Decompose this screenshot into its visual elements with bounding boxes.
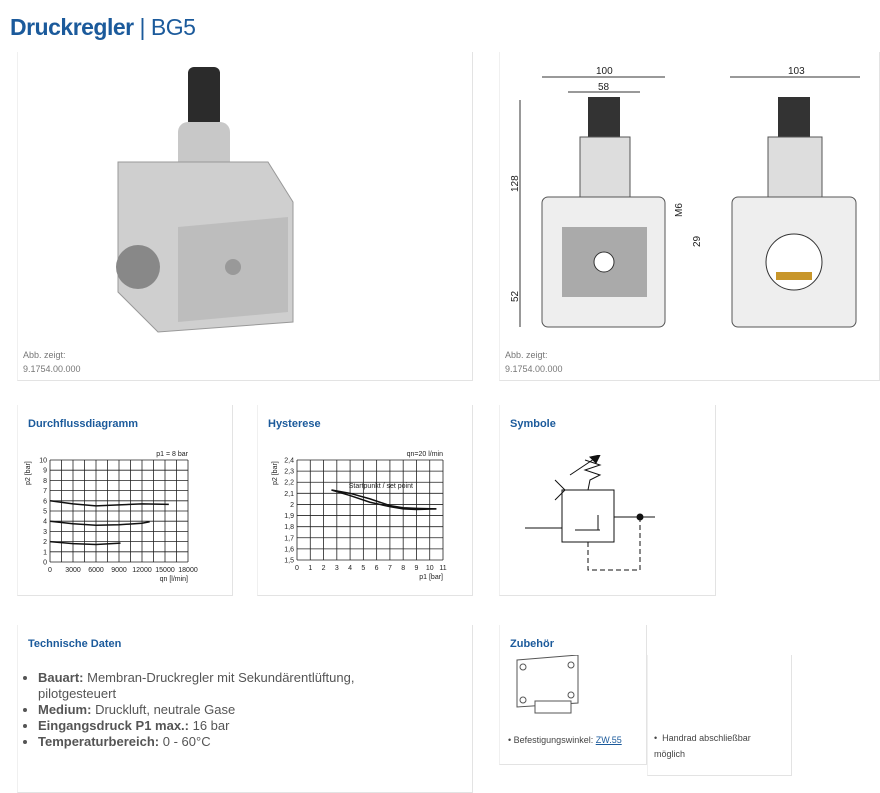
- x-tick-label: 6: [375, 565, 379, 572]
- x-tick-label: 6000: [88, 567, 104, 574]
- title-main: Druckregler: [10, 14, 134, 40]
- x-tick-label: 9: [415, 565, 419, 572]
- y-axis-label: p2 [bar]: [25, 461, 32, 485]
- caption-value: 9.1754.00.000: [23, 364, 81, 374]
- x-tick-label: 1: [308, 565, 312, 572]
- y-tick-label: 2,4: [284, 458, 294, 465]
- x-axis-label: p1 [bar]: [419, 574, 443, 581]
- symbols-panel: Symbole: [499, 405, 716, 596]
- set-point-label: Startpunkt / set point: [349, 483, 413, 490]
- tech-item: Eingangsdruck P1 max.: 16 bar: [38, 718, 408, 734]
- x-tick-label: 3000: [65, 567, 81, 574]
- x-tick-label: 0: [295, 565, 299, 572]
- accessory-item: • Befestigungswinkel: ZW.55: [508, 735, 622, 745]
- x-tick-label: 5: [361, 565, 365, 572]
- hysteresis-heading: Hysterese: [268, 418, 321, 430]
- accessories-heading: Zubehör: [510, 638, 554, 650]
- tech-heading: Technische Daten: [28, 638, 122, 650]
- y-tick-label: 3: [43, 529, 47, 536]
- x-tick-label: 0: [48, 567, 52, 574]
- chart-annotation: p1 = 8 bar: [156, 451, 188, 458]
- x-axis-label: qn [l/min]: [160, 576, 188, 583]
- series-line-4bar: [49, 520, 150, 527]
- dim-128: 128: [510, 175, 521, 192]
- y-tick-label: 1,7: [284, 535, 294, 542]
- product-image: [116, 67, 294, 333]
- title-separator: |: [139, 14, 146, 40]
- accessories-panel: Zubehör • Befestigungswinkel: ZW.55: [499, 625, 647, 765]
- y-tick-label: 9: [43, 468, 47, 475]
- x-tick-label: 9000: [111, 567, 127, 574]
- y-tick-label: 2,1: [284, 491, 294, 498]
- dim-103: 103: [788, 66, 805, 77]
- y-tick-label: 2: [290, 502, 294, 509]
- note-panel: • Handrad abschließbar möglich: [647, 655, 792, 776]
- y-tick-label: 2,3: [284, 469, 294, 476]
- y-tick-label: 1,9: [284, 513, 294, 520]
- x-tick-label: 2: [322, 565, 326, 572]
- x-tick-label: 11: [439, 565, 446, 572]
- y-tick-label: 6: [43, 498, 47, 505]
- title-subtitle: BG5: [150, 14, 196, 40]
- y-axis-label: p2 [bar]: [272, 461, 279, 485]
- x-tick-label: 15000: [155, 567, 175, 574]
- caption-label: Abb. zeigt:: [505, 350, 548, 360]
- y-tick-label: 1,5: [284, 558, 294, 565]
- flow-heading: Durchflussdiagramm: [28, 418, 139, 430]
- x-tick-label: 10: [426, 565, 434, 572]
- y-tick-label: 8: [43, 478, 47, 485]
- tech-item: Bauart: Membran-Druckregler mit Sekundär…: [38, 670, 408, 702]
- hysteresis-chart: 0 1 2 3 4 5 6 7 8 9 10 11 1,5 1,6 1,7 1,8 1,9 2 2,1 2,2 2,3 2…: [272, 451, 447, 581]
- mounting-bracket-image: [516, 655, 579, 714]
- accessory-note: • Handrad abschließbar möglich: [654, 733, 751, 759]
- y-tick-label: 7: [43, 488, 47, 495]
- x-tick-label: 8: [401, 565, 405, 572]
- tech-list: Bauart: Membran-Druckregler mit Sekundär…: [26, 670, 408, 750]
- zw55-link[interactable]: ZW.55: [595, 735, 622, 745]
- hysteresis-panel: Hysterese 0 1 2 3 4 5 6 7 8 9 10 11 1,5 1,6 1,7 1,8 1,9 2…: [257, 405, 473, 596]
- tech-item: Medium: Druckluft, neutrale Gase: [38, 702, 408, 718]
- y-tick-label: 2: [43, 539, 47, 546]
- y-tick-label: 10: [39, 458, 47, 465]
- y-tick-label: 5: [43, 509, 47, 516]
- y-tick-label: 0: [43, 560, 47, 567]
- y-tick-label: 1,8: [284, 524, 294, 531]
- chart-annotation: qn=20 l/min: [407, 451, 443, 458]
- x-tick-label: 4: [348, 565, 352, 572]
- y-tick-label: 4: [43, 519, 47, 526]
- y-tick-label: 1,6: [284, 546, 294, 553]
- tech-item: Temperaturbereich: 0 - 60°C: [38, 734, 408, 750]
- dim-52: 52: [510, 290, 521, 302]
- x-tick-label: 18000: [178, 567, 198, 574]
- symbols-heading: Symbole: [510, 418, 556, 430]
- x-tick-label: 7: [388, 565, 392, 572]
- dim-m6: M6: [674, 203, 685, 217]
- caption-label: Abb. zeigt:: [23, 350, 66, 360]
- dimension-drawing: 100 58 103 128 52 M6 29: [510, 66, 860, 328]
- product-image-panel: Abb. zeigt: 9.1754.00.000: [17, 52, 473, 381]
- series-line-2bar: [49, 540, 121, 546]
- y-tick-label: 1: [43, 549, 47, 556]
- dim-100: 100: [596, 66, 613, 77]
- y-tick-label: 2,2: [284, 480, 294, 487]
- dim-29: 29: [692, 235, 703, 247]
- page-title: Druckregler | BG5: [10, 14, 196, 41]
- series-line-up: [331, 489, 437, 510]
- series-line-down: [331, 489, 437, 511]
- x-tick-label: 12000: [132, 567, 152, 574]
- x-tick-label: 3: [335, 565, 339, 572]
- tech-data-panel: Technische Daten Bauart: Membran-Druckre…: [17, 625, 473, 793]
- dimension-drawing-panel: 100 58 103 128 52 M6 29 Abb. zeigt: 9.1754.…: [499, 52, 880, 381]
- dim-58: 58: [598, 82, 610, 93]
- pressure-regulator-symbol: [525, 455, 655, 571]
- series-line-6bar: [49, 500, 169, 507]
- caption-value: 9.1754.00.000: [505, 364, 563, 374]
